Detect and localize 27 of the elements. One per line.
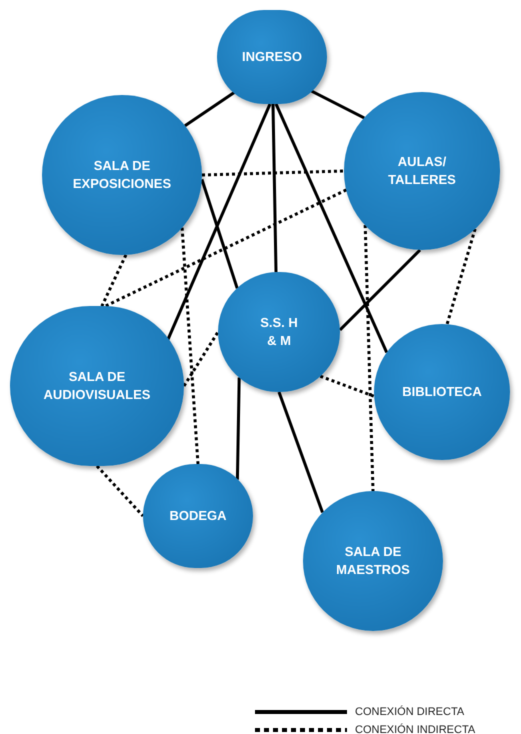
room-label: BODEGA xyxy=(168,507,228,525)
legend-label: CONEXIÓN INDIRECTA xyxy=(355,724,476,734)
room-label: S.S. H & M xyxy=(259,314,299,350)
connector-line xyxy=(272,104,278,272)
dotted-connector xyxy=(180,228,200,464)
dotted-connector xyxy=(182,331,220,387)
dotted-connector xyxy=(100,254,128,307)
connector-line xyxy=(236,377,241,480)
room-label: SALA DE AUDIOVISUALES xyxy=(42,368,152,404)
dotted-connector xyxy=(202,170,344,176)
connector-line xyxy=(310,89,365,120)
dotted-connector xyxy=(96,464,144,518)
connector-line xyxy=(166,103,272,340)
dotted-connector xyxy=(446,228,477,325)
room-label: SALA DE MAESTROS xyxy=(335,543,411,579)
room-label: AULAS/ TALLERES xyxy=(387,153,457,189)
connector-line xyxy=(274,103,388,354)
connector-line xyxy=(278,392,324,513)
room-label: INGRESO xyxy=(241,48,303,66)
connector-line xyxy=(184,90,236,127)
room-label: BIBLIOTECA xyxy=(401,383,483,401)
connector-line xyxy=(338,248,422,331)
connector-line xyxy=(200,178,239,289)
dotted-connector xyxy=(364,225,374,492)
room-label: SALA DE EXPOSICIONES xyxy=(72,157,172,193)
dotted-connector xyxy=(320,374,375,398)
legend-label: CONEXIÓN DIRECTA xyxy=(355,706,464,718)
